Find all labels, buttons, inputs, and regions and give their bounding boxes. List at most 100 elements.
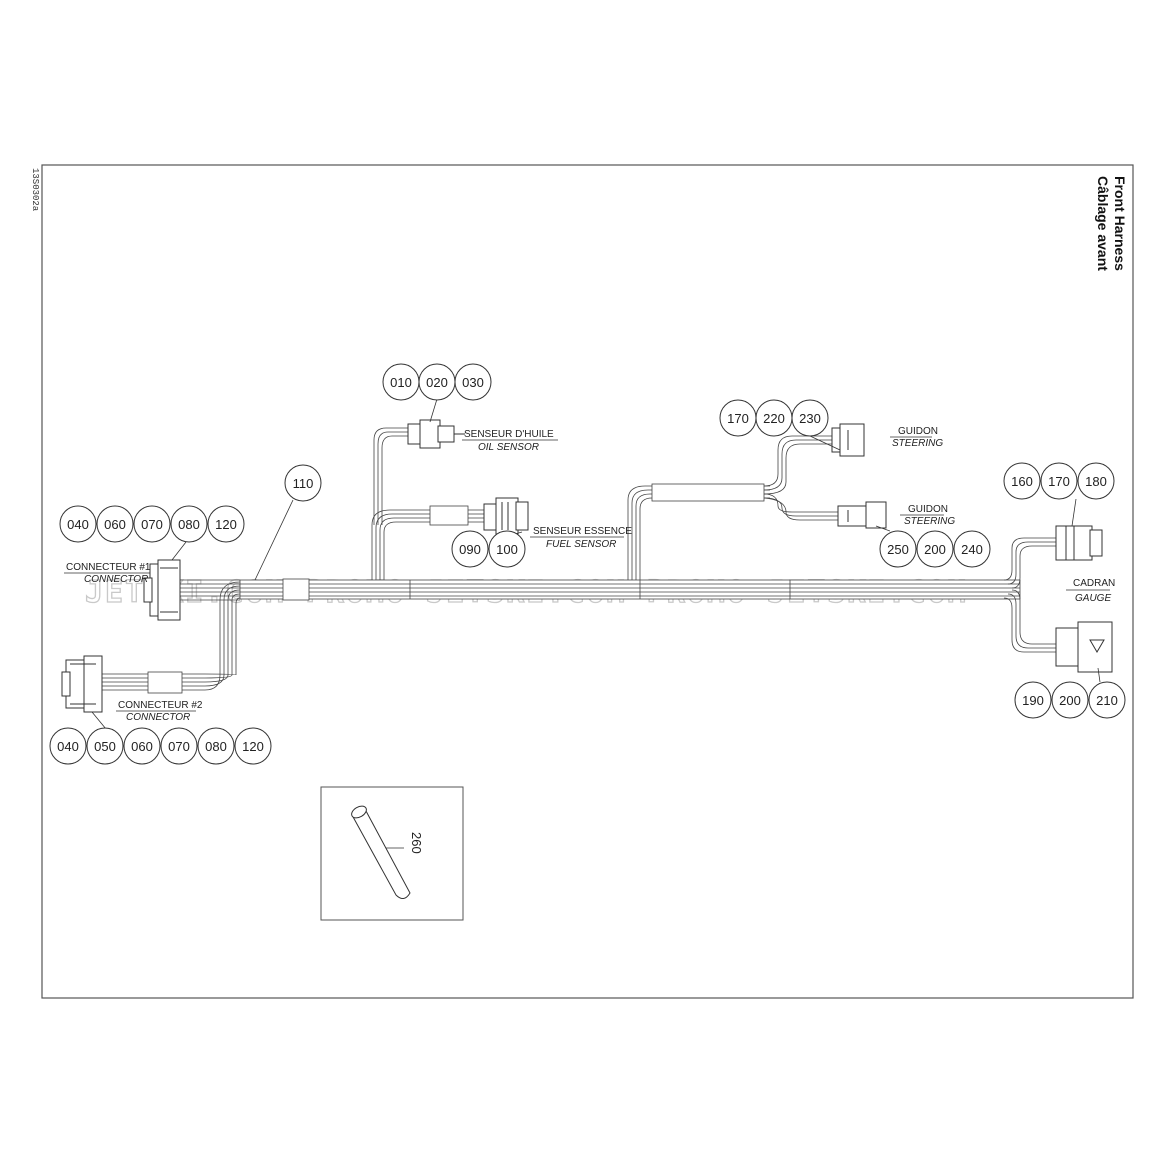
steering-connector-2: [837, 501, 887, 529]
callout-group-gauge-bottom: 190 200 210: [1014, 667, 1126, 719]
callout-bubble: 240: [953, 530, 991, 568]
svg-text:170: 170: [727, 411, 749, 426]
title-english: Front Harness: [1112, 176, 1128, 271]
svg-text:090: 090: [459, 542, 481, 557]
callout-bubble: 060: [123, 727, 161, 765]
sensor-branch: [371, 427, 485, 580]
callout-bubble: 070: [160, 727, 198, 765]
label-steering-1: GUIDON STEERING: [890, 426, 943, 449]
svg-text:SENSEUR ESSENCE: SENSEUR ESSENCE: [533, 526, 632, 537]
svg-text:160: 160: [1011, 474, 1033, 489]
svg-text:FUEL SENSOR: FUEL SENSOR: [546, 539, 616, 550]
callout-bubble: 170: [719, 399, 757, 437]
callout-bubble: 210: [1088, 681, 1126, 719]
svg-text:070: 070: [141, 517, 163, 532]
svg-text:GUIDON: GUIDON: [898, 426, 938, 437]
oil-sensor-connector: [407, 419, 465, 449]
callout-bubble: 230: [791, 399, 829, 437]
callout-group-steering-1: 170 220 230: [719, 399, 841, 451]
svg-text:080: 080: [205, 739, 227, 754]
svg-text:060: 060: [131, 739, 153, 754]
svg-text:GUIDON: GUIDON: [908, 504, 948, 515]
svg-text:CADRAN: CADRAN: [1073, 578, 1115, 589]
callout-bubble: 180: [1077, 462, 1115, 500]
svg-text:200: 200: [1059, 693, 1081, 708]
callout-group-fuel: 090 100: [451, 530, 526, 568]
callout-group-gauge-top: 160 170 180: [1003, 462, 1115, 527]
callout-bubble: 120: [234, 727, 272, 765]
connector-2-branch: [100, 581, 241, 694]
callout-bubble: 110: [284, 464, 322, 502]
callout-bubble: 040: [49, 727, 87, 765]
diagram-frame: [41, 164, 1134, 999]
svg-text:190: 190: [1022, 693, 1044, 708]
label-fuel-sensor: SENSEUR ESSENCE FUEL SENSOR: [530, 526, 632, 550]
svg-text:030: 030: [462, 375, 484, 390]
tube-part: [351, 805, 411, 899]
callout-bubble: 160: [1003, 462, 1041, 500]
callout-bubble: 060: [96, 505, 134, 543]
callout-bubble: 030: [454, 363, 492, 401]
label-connector-1: CONNECTEUR #1 CONNECTOR: [64, 562, 151, 585]
callout-group-connector-1: 040 060 070 080 120: [59, 505, 245, 561]
document-code: 13S0302a: [30, 168, 40, 212]
svg-text:250: 250: [887, 542, 909, 557]
callout-bubble: 050: [86, 727, 124, 765]
svg-text:070: 070: [168, 739, 190, 754]
svg-text:100: 100: [496, 542, 518, 557]
svg-text:080: 080: [178, 517, 200, 532]
callout-bubble: 090: [451, 530, 489, 568]
fuel-sensor-connector: [483, 497, 529, 535]
svg-text:010: 010: [390, 375, 412, 390]
svg-text:200: 200: [924, 542, 946, 557]
main-harness-trunk: [239, 578, 1021, 601]
callout-bubble: 200: [1051, 681, 1089, 719]
callout-bubble: 020: [418, 363, 456, 401]
svg-text:050: 050: [94, 739, 116, 754]
steering-connector-1: [831, 423, 865, 457]
callout-bubble: 200: [916, 530, 954, 568]
callout-group-connector-2: 040 050 060 070 080 120: [49, 711, 272, 765]
callout-bubble: 170: [1040, 462, 1078, 500]
svg-text:170: 170: [1048, 474, 1070, 489]
label-steering-2: GUIDON STEERING: [900, 504, 955, 527]
svg-text:110: 110: [293, 476, 314, 491]
title-french: Câblage avant: [1095, 176, 1111, 271]
callout-bubble: 080: [197, 727, 235, 765]
svg-text:CONNECTEUR #1: CONNECTEUR #1: [66, 562, 151, 573]
svg-text:CONNECTOR: CONNECTOR: [126, 712, 190, 723]
svg-text:GAUGE: GAUGE: [1075, 593, 1111, 604]
label-gauge: CADRAN GAUGE: [1066, 578, 1115, 604]
svg-text:060: 060: [104, 517, 126, 532]
callout-bubble: 220: [755, 399, 793, 437]
callout-bubble: 040: [59, 505, 97, 543]
svg-text:230: 230: [799, 411, 821, 426]
steering-branch: [627, 435, 840, 580]
connector-1: [143, 559, 181, 621]
svg-text:240: 240: [961, 542, 983, 557]
gauge-branch: [1003, 537, 1058, 653]
callout-bubble: 010: [382, 363, 420, 401]
svg-text:220: 220: [763, 411, 785, 426]
callout-group-oil: 010 020 030: [382, 363, 492, 423]
label-connector-2: CONNECTEUR #2 CONNECTOR: [116, 700, 203, 723]
gauge-connector-bottom: [1055, 621, 1113, 673]
svg-text:040: 040: [67, 517, 89, 532]
svg-text:STEERING: STEERING: [904, 516, 955, 527]
connector-1-branch: [180, 579, 240, 601]
connector-2: [61, 655, 103, 713]
callout-bubble: 250: [879, 530, 917, 568]
svg-text:CONNECTEUR #2: CONNECTEUR #2: [118, 700, 203, 711]
callout-bubble: 070: [133, 505, 171, 543]
callout-group-conduit: 110: [254, 464, 322, 581]
svg-text:210: 210: [1096, 693, 1118, 708]
svg-text:CONNECTOR: CONNECTOR: [84, 574, 148, 585]
svg-text:040: 040: [57, 739, 79, 754]
callout-bubble: 190: [1014, 681, 1052, 719]
callout-bubble: 100: [488, 530, 526, 568]
gauge-connector-top: [1055, 525, 1103, 561]
tube-inset: 260: [320, 786, 464, 921]
svg-text:OIL SENSOR: OIL SENSOR: [478, 442, 539, 453]
callout-bubble: 080: [170, 505, 208, 543]
